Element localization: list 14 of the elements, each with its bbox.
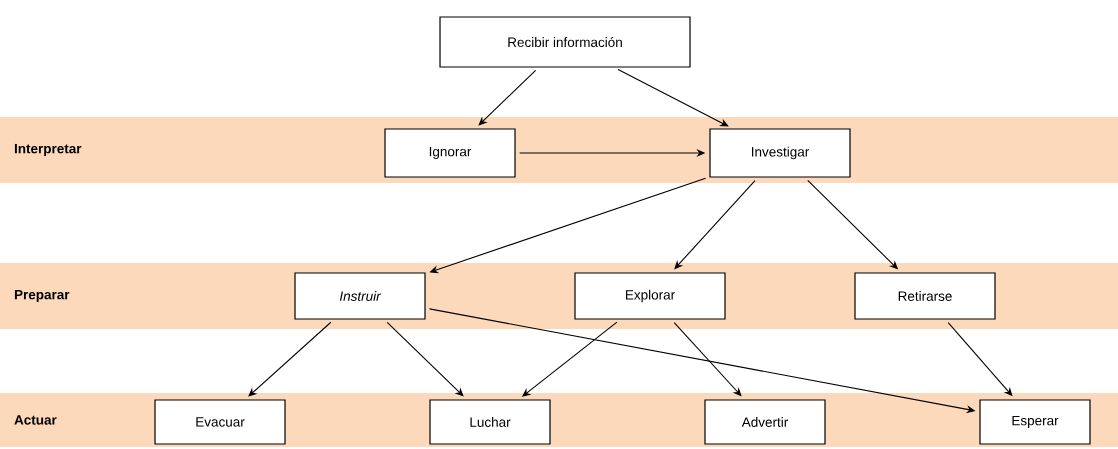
arrow	[617, 68, 729, 127]
arrow	[478, 69, 537, 126]
process-box: Luchar	[429, 399, 551, 445]
process-box: Explorar	[574, 272, 726, 320]
process-box: Ignorar	[384, 128, 516, 178]
process-box: Esperar	[979, 399, 1091, 445]
process-box: Evacuar	[154, 399, 286, 445]
process-box: Instruir	[294, 272, 426, 320]
arrow	[386, 321, 464, 397]
process-box: Investigar	[709, 128, 851, 178]
arrow	[248, 321, 332, 397]
process-box: Advertir	[704, 399, 826, 445]
process-box: Retirarse	[854, 272, 996, 320]
process-box: Recibir información	[439, 16, 691, 68]
